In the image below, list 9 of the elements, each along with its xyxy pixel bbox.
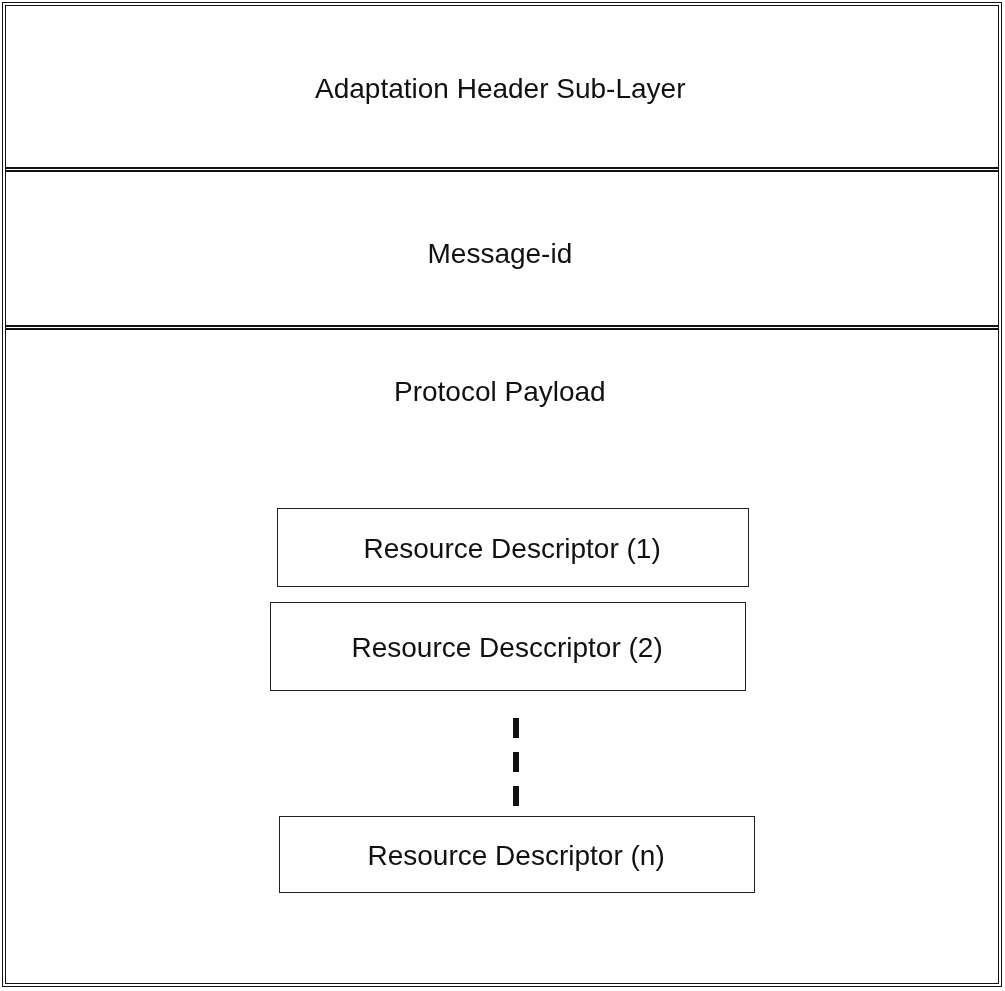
label: Resource Descriptor (n)	[367, 839, 665, 872]
descriptor-box	[279, 816, 755, 893]
descriptor-box	[277, 508, 749, 587]
label: Protocol Payload	[394, 376, 606, 408]
label: Resource Desccriptor (2)	[351, 631, 663, 664]
label: Resource Descriptor (1)	[363, 532, 661, 565]
label: Message-id	[427, 238, 573, 270]
descriptor-box	[270, 602, 746, 691]
label: Adaptation Header Sub-Layer	[315, 73, 686, 105]
